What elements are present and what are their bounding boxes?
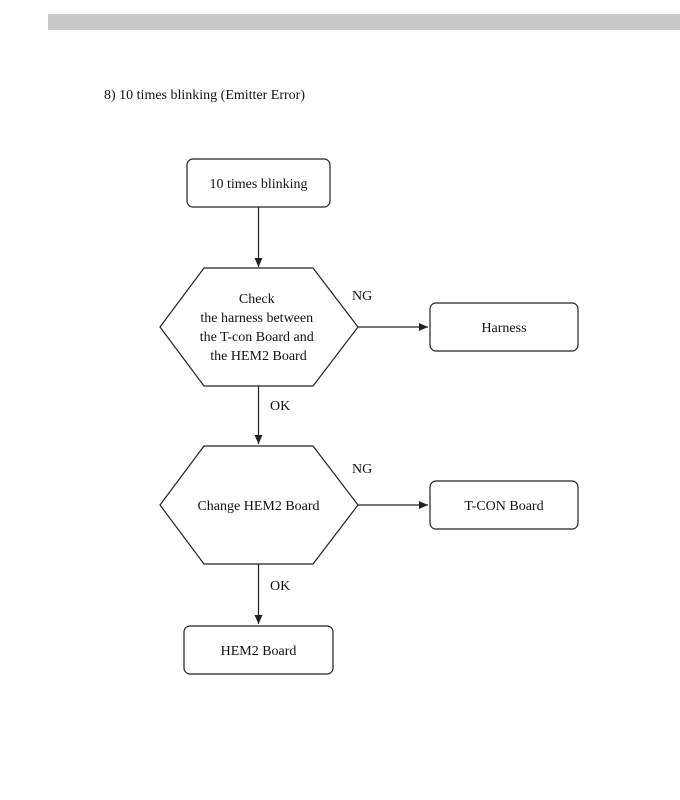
node-change-hem2-label: Change HEM2 Board <box>197 499 319 514</box>
page-header-bar <box>48 14 680 30</box>
edge-check-ng-label: NG <box>352 289 372 304</box>
node-tcon-board: T-CON Board <box>429 480 579 530</box>
check-harness-line-3: the T-con Board and <box>200 330 314 345</box>
node-hem2-board: HEM2 Board <box>183 625 334 675</box>
check-harness-line-2: the harness between <box>200 311 313 326</box>
edge-check-ok-label: OK <box>270 399 290 414</box>
edge-change-ok-label: OK <box>270 579 290 594</box>
node-check-harness-label: Check the harness between the T-con Boar… <box>200 292 317 364</box>
node-harness: Harness <box>429 302 579 352</box>
node-tcon-board-label: T-CON Board <box>464 499 543 514</box>
node-hem2-board-label: HEM2 Board <box>221 644 297 659</box>
node-change-hem2: Change HEM2 Board <box>159 445 359 565</box>
section-heading: 8) 10 times blinking (Emitter Error) <box>104 88 306 103</box>
node-check-harness: Check the harness between the T-con Boar… <box>159 267 359 387</box>
node-harness-label: Harness <box>481 321 526 336</box>
edge-change-ng-label: NG <box>352 462 372 477</box>
check-harness-line-4: the HEM2 Board <box>210 349 306 364</box>
node-start: 10 times blinking <box>186 158 331 208</box>
node-start-label: 10 times blinking <box>210 177 308 192</box>
check-harness-line-1: Check <box>239 292 275 307</box>
